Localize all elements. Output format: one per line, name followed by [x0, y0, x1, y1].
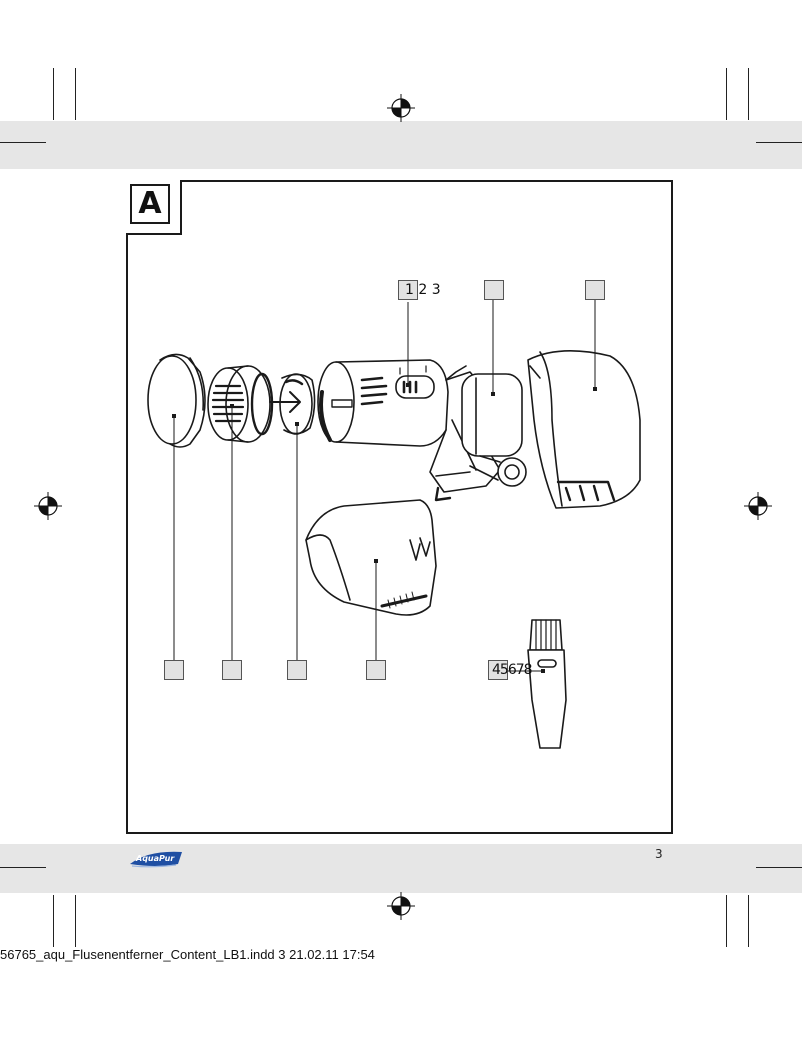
lid-part — [147, 353, 206, 448]
crop-mark — [75, 895, 76, 947]
crop-mark — [0, 867, 46, 868]
crop-mark — [53, 68, 54, 120]
svg-text:AquaPur: AquaPur — [135, 854, 175, 863]
callout-box-4 — [164, 660, 184, 680]
registration-mark-icon — [387, 892, 415, 920]
callout-box-2 — [484, 280, 504, 300]
registration-mark-icon — [744, 492, 772, 520]
aquapur-logo: AquaPur — [130, 851, 182, 868]
blade-part — [269, 373, 316, 435]
callout-box-7 — [366, 660, 386, 680]
callout-box-8 — [488, 660, 508, 680]
section-badge: A — [126, 180, 182, 235]
registration-mark-icon — [34, 492, 62, 520]
leader-lines — [173, 300, 596, 672]
print-slug-line: 56765_aqu_Flusenentferner_Content_LB1.in… — [0, 947, 375, 962]
callout-box-6 — [287, 660, 307, 680]
lint-container-part — [305, 499, 437, 616]
footer-band — [0, 844, 802, 893]
crop-mark — [748, 68, 749, 120]
crop-mark — [756, 142, 802, 143]
callout-box-1 — [398, 280, 418, 300]
crop-mark — [726, 895, 727, 947]
crop-mark — [53, 895, 54, 947]
crop-mark — [726, 68, 727, 120]
cover-part — [527, 350, 641, 509]
crop-mark — [748, 895, 749, 947]
callout-box-3 — [585, 280, 605, 300]
page-number: 3 — [655, 847, 663, 861]
roller-part — [461, 373, 527, 487]
callout-numbers-top: 1 2 3 — [405, 282, 441, 298]
callout-box-5 — [222, 660, 242, 680]
section-label: A — [130, 184, 170, 224]
sieve-part — [207, 365, 274, 443]
crop-mark — [756, 867, 802, 868]
main-body-part — [317, 359, 501, 502]
registration-mark-icon — [387, 94, 415, 122]
callout-numbers-bottom: 45678 — [492, 662, 533, 678]
crop-mark — [0, 142, 46, 143]
crop-mark — [75, 68, 76, 120]
header-band — [0, 121, 802, 169]
brush-part — [527, 619, 567, 749]
